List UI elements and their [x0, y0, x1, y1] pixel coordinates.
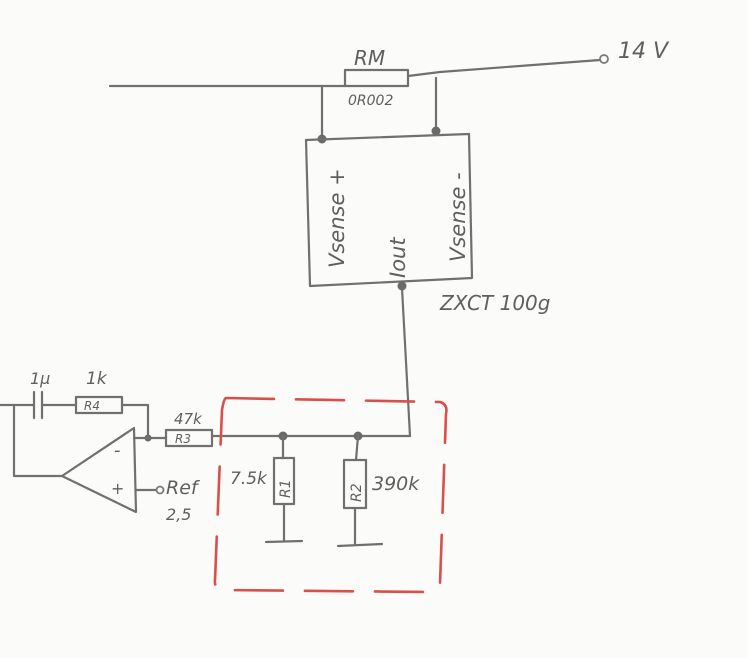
shunt-resistor-rm — [343, 68, 410, 88]
r1-name-label: R1 — [278, 479, 294, 498]
rail-right-wire — [406, 58, 602, 78]
resistor-r2: R2 390k — [336, 434, 420, 548]
ic-body — [304, 132, 474, 288]
r4-value-label: 1k — [86, 369, 108, 389]
vsense-plus-pin-label: Vsense + — [325, 168, 349, 268]
ic-part-label: ZXCT 100g — [439, 291, 550, 315]
iout-wire — [400, 286, 412, 438]
sense-connections — [317, 76, 441, 144]
vsense-minus-pin-label: Vsense - — [446, 172, 470, 262]
r1-ground — [264, 539, 304, 544]
ref-value-label: 2,5 — [166, 505, 191, 524]
rm-value-label: 0R002 — [348, 93, 393, 109]
op-amp-body — [60, 426, 138, 514]
op-amp-plus-label: + — [111, 479, 124, 498]
r1-value-label: 7.5k — [230, 469, 268, 489]
vsense-minus-node — [431, 126, 441, 136]
output-wire — [0, 403, 64, 478]
supply-rail: RM 0R002 14 V — [108, 39, 670, 109]
cap-value-label: 1µ — [30, 369, 50, 388]
r3-value-label: 47k — [174, 410, 203, 428]
ref-label: Ref — [166, 477, 201, 499]
current-sense-ic: Vsense + Iout Vsense - ZXCT 100g — [304, 132, 550, 315]
r2-ground — [336, 542, 384, 548]
resistor-r3: 47k R3 — [146, 410, 214, 448]
r2-value-label: 390k — [372, 473, 420, 495]
r4-name-label: R4 — [84, 399, 100, 413]
resistor-r1: R1 7.5k — [230, 434, 304, 544]
supply-terminal — [599, 54, 609, 64]
feedback-network: 1µ 1k R4 — [0, 369, 150, 478]
supply-voltage-label: 14 V — [618, 39, 670, 64]
r4-right-wire — [120, 403, 150, 440]
rm-label: RM — [354, 46, 385, 70]
r2-name-label: R2 — [349, 483, 365, 502]
op-amp-minus-label: - — [114, 440, 121, 461]
iout-pin-label: Iout — [386, 237, 410, 278]
ref-terminal — [155, 485, 165, 495]
r3-name-label: R3 — [175, 432, 191, 446]
r2-top-wire — [354, 434, 360, 462]
op-amp: - + Ref 2,5 — [60, 426, 201, 524]
divider-highlight-box — [213, 396, 448, 594]
iout-node — [397, 281, 407, 291]
